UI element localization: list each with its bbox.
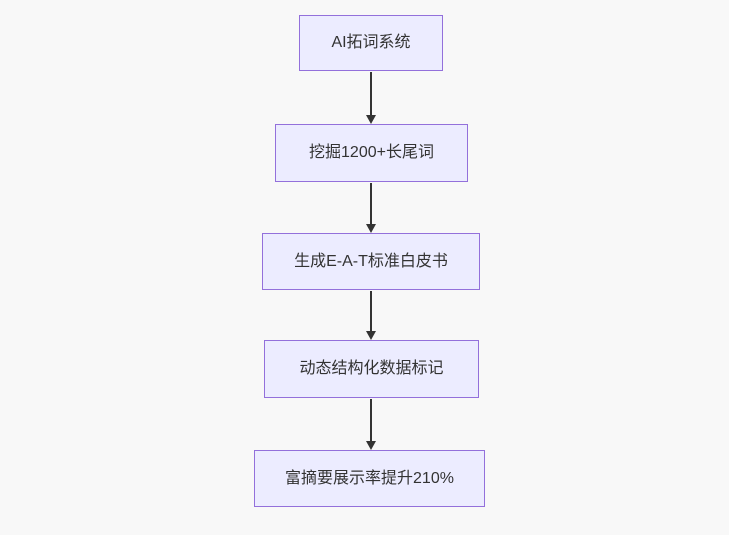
flowchart-node-eat-whitepaper: 生成E-A-T标准白皮书 (262, 233, 480, 290)
node-label: 挖掘1200+长尾词 (309, 144, 434, 162)
arrow-connector-3 (366, 291, 376, 340)
flowchart-node-longtail-mining: 挖掘1200+长尾词 (275, 124, 468, 182)
arrow-connector-2 (366, 183, 376, 233)
arrow-connector-4 (366, 399, 376, 450)
node-label: 动态结构化数据标记 (299, 360, 444, 378)
flowchart-node-rich-snippet-result: 富摘要展示率提升210% (254, 450, 485, 507)
node-label: 富摘要展示率提升210% (285, 469, 454, 487)
node-label: AI拓词系统 (331, 34, 411, 52)
node-label: 生成E-A-T标准白皮书 (294, 252, 448, 270)
arrow-connector-1 (366, 72, 376, 124)
flowchart-node-structured-data-markup: 动态结构化数据标记 (264, 340, 479, 398)
flowchart-node-ai-keyword-system: AI拓词系统 (299, 15, 443, 71)
